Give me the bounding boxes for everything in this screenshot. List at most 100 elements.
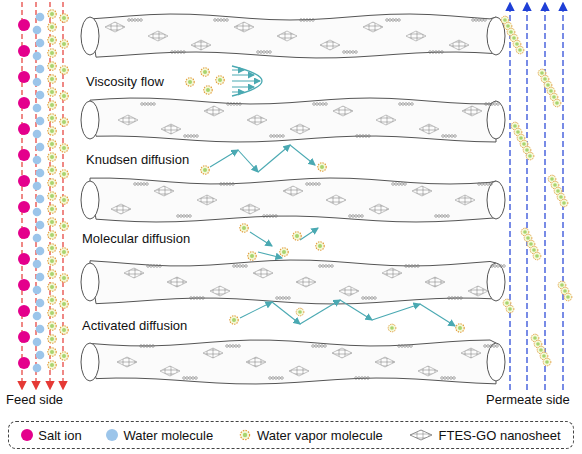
legend-text: Salt ion [38,428,81,443]
go-nanosheet [296,277,316,287]
salt-ion [18,305,30,317]
water-molecule [33,364,42,373]
water-molecule [36,351,45,360]
go-nanosheet [326,195,346,205]
salt-ion [18,227,30,239]
go-nanosheet [197,195,217,205]
water-molecule [36,273,45,282]
go-nanosheet [111,204,131,214]
permeate-flow [544,4,545,390]
go-nanosheet [449,40,469,50]
legend-text: Water vapor molecule [257,428,383,443]
water-molecule [36,39,45,48]
vapor-molecule [48,322,56,330]
salt-ion [18,331,30,343]
vapor-molecule [216,76,224,84]
fiber-tube [81,178,505,222]
fiber-tube [81,260,505,304]
go-nanosheet [161,124,181,134]
salt-ion [18,149,30,161]
path-arrow [210,150,238,167]
vapor-molecule [293,232,301,240]
go-nanosheet [105,22,125,32]
water-molecule [36,221,45,230]
vapor-molecule [48,127,56,135]
water-molecule [36,195,45,204]
water-molecule [36,143,45,152]
vapor-molecule [60,274,68,282]
mechanism-label: Viscosity flow [84,74,166,89]
vapor-molecule [186,78,194,86]
vapor-molecule [560,199,568,207]
go-nanosheet [253,268,273,278]
label-text: Activated diffusion [80,318,189,333]
vapor-molecule [60,118,68,126]
vapor-molecule [60,14,68,22]
vapor-molecule [48,153,56,161]
go-nanosheet [160,366,180,376]
go-nanosheet [167,277,187,287]
water-molecule [33,286,42,295]
water-molecule [36,117,45,126]
water-molecule [33,130,42,139]
label-text: Knudsen diffusion [84,152,191,167]
water-molecule [33,312,42,321]
water-molecule [33,104,42,113]
vapor-molecule [60,326,68,334]
path-arrow [238,150,258,172]
mechanism-label: Activated diffusion [80,318,189,333]
go-nanosheet [418,366,438,376]
go-nanosheet [283,186,303,196]
go-nanosheet [406,31,426,41]
go-nanosheet [369,204,389,214]
vapor-molecule [48,348,56,356]
vapor-molecule [543,358,551,366]
vapor-molecule [48,205,56,213]
vapor-molecule [48,166,56,174]
vapor-molecule [516,46,524,54]
go-nanosheet [363,22,383,32]
go-nanosheet [154,186,174,196]
water-molecule [33,26,42,35]
go-nanosheet [332,348,352,358]
vapor-symbol [238,428,252,442]
flow-arrow [232,81,260,82]
vapor-molecule [60,196,68,204]
vapor-molecule [48,10,56,18]
path-arrow [290,145,315,165]
go-nanosheet [148,31,168,41]
vapor-molecule [60,40,68,48]
legend-item: Water molecule [106,428,213,443]
legend-text: FTES-GO nanosheet [439,428,561,443]
water-molecule [33,338,42,347]
side-label: Permeate side [484,392,572,407]
go-nanosheet [204,106,224,116]
vapor-molecule [48,361,56,369]
vapor-molecule [60,300,68,308]
nanosheet-symbol [408,428,434,442]
legend-box: Salt ion Water molecule Water vapor molecu… [8,421,574,449]
vapor-molecule [48,257,56,265]
go-nanosheet [455,195,475,205]
go-nanosheet [382,268,402,278]
mechanism-label: Knudsen diffusion [84,152,191,167]
vapor-molecule [564,293,572,301]
legend-item: FTES-GO nanosheet [408,428,561,443]
water-molecule [33,234,42,243]
go-nanosheet [247,115,267,125]
salt-ion [18,123,30,135]
water-molecule [33,156,42,165]
legend-text: Water molecule [123,428,213,443]
label-text: Feed side [4,392,65,407]
go-nanosheet [320,40,340,50]
water-molecule [33,78,42,87]
vapor-molecule [48,244,56,252]
flow-arrow [232,87,254,88]
vapor-molecule [526,152,534,160]
label-text: Viscosity flow [84,74,166,89]
go-nanosheet [468,286,488,296]
go-nanosheet [203,348,223,358]
water-molecule [36,169,45,178]
water-molecule [33,182,42,191]
